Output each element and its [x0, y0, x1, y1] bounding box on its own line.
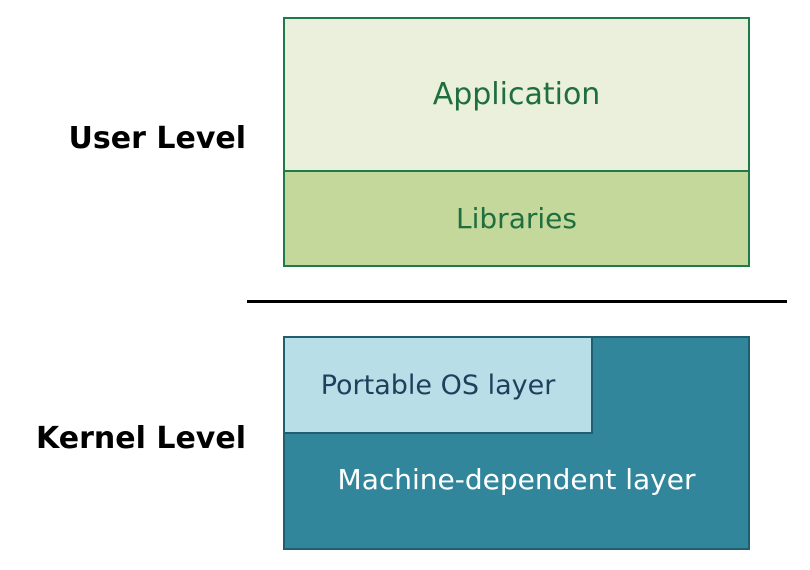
application-layer-label: Application	[432, 77, 601, 112]
portable-os-layer-label: Portable OS layer	[320, 369, 556, 401]
application-layer: Application	[283, 17, 750, 172]
machine-dependent-layer-label: Machine-dependent layer	[337, 463, 696, 496]
libraries-layer: Libraries	[283, 170, 750, 267]
libraries-layer-label: Libraries	[456, 202, 577, 235]
user-level-label: User Level	[68, 121, 246, 156]
portable-os-layer: Portable OS layer	[285, 338, 593, 434]
kernel-level-label: Kernel Level	[36, 421, 246, 456]
kernel-layer-block: Portable OS layer Machine-dependent laye…	[283, 336, 750, 550]
user-kernel-divider	[247, 300, 787, 303]
